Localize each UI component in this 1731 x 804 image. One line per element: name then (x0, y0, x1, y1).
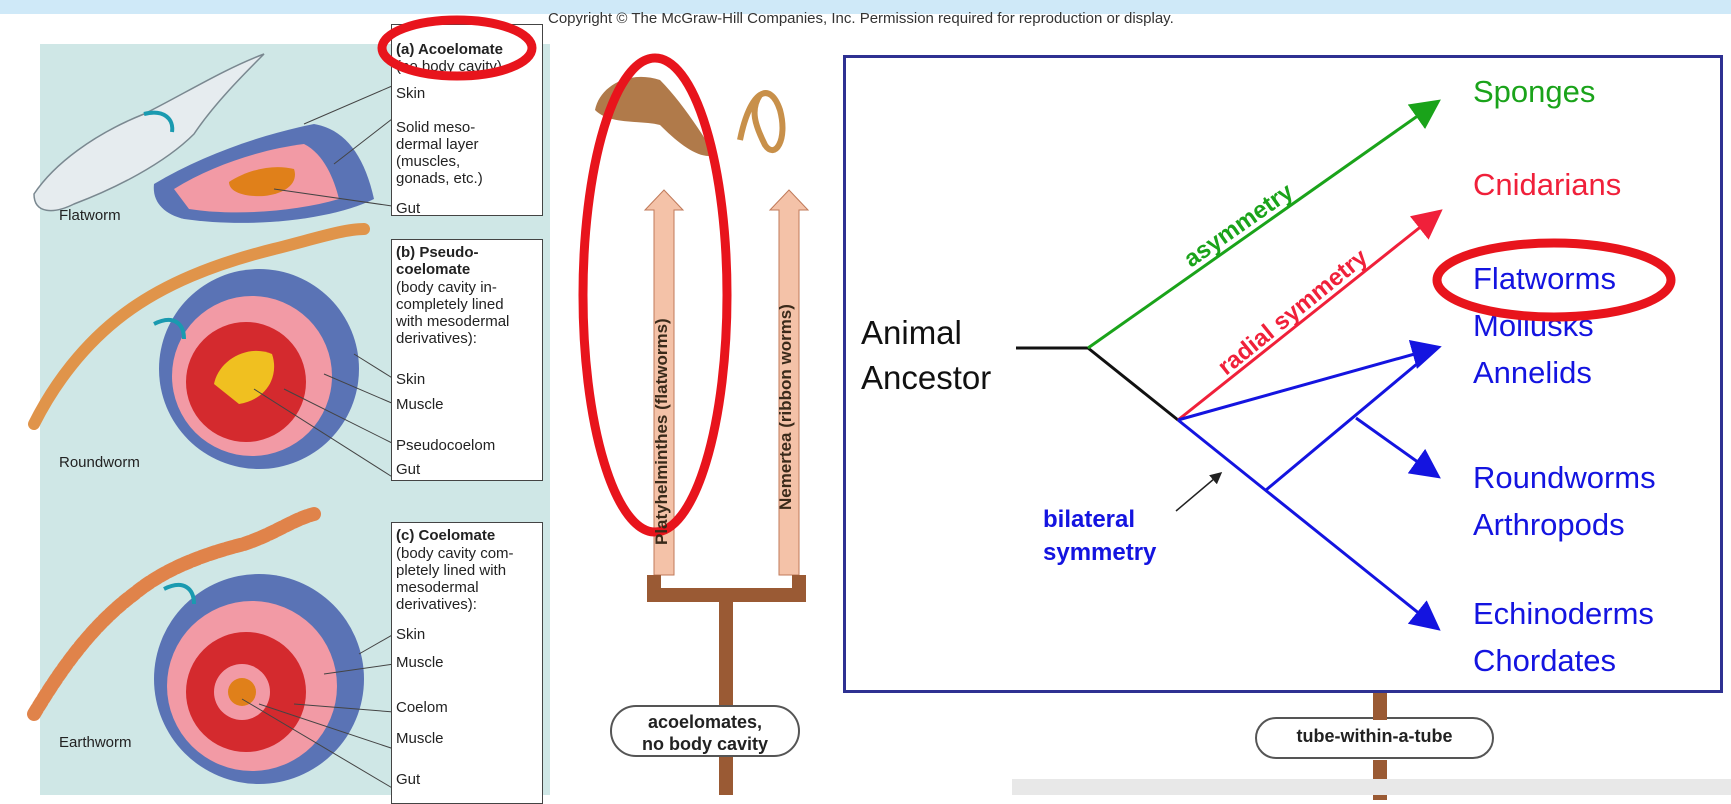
flatworms-highlight (1437, 243, 1671, 317)
acoelomate-highlight (382, 20, 532, 76)
